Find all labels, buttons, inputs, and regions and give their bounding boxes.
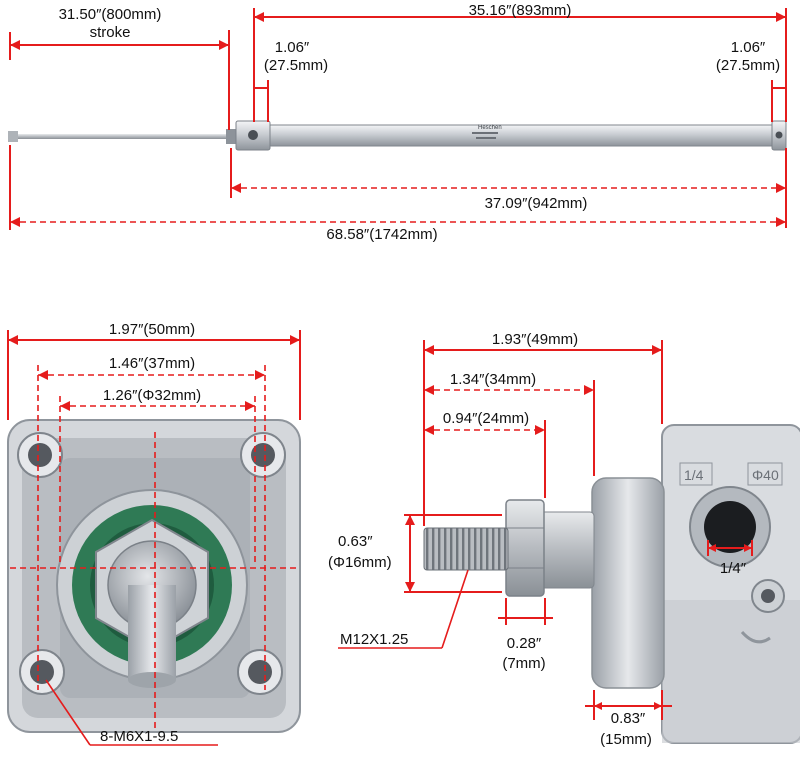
- stroke-value: 31.50″(800mm): [59, 6, 162, 23]
- end-cap-right-in: 1.06″: [731, 39, 766, 56]
- rod-tip: [128, 672, 176, 688]
- cushion-screw-center: [761, 589, 775, 603]
- mount-bolt-bottom-right: [237, 649, 283, 695]
- end-cap-left-mm: (27.5mm): [264, 57, 328, 74]
- hex-nut-side: [505, 499, 545, 597]
- rod-end: [8, 131, 18, 142]
- mount-bolt-top-right: [240, 432, 286, 478]
- threaded-end: [423, 527, 509, 571]
- rear-port: [775, 131, 783, 139]
- hole-spacing-label: 1.46″(37mm): [109, 355, 195, 372]
- stroke-label: stroke: [90, 24, 131, 41]
- top-view: Heschen 31.50″(800mm) stroke 35.16″(893m…: [8, 2, 787, 243]
- mount-bolt-bottom-left: [19, 649, 65, 695]
- square-width-label: 1.97″(50mm): [109, 321, 195, 338]
- piston-rod-extended: [10, 134, 232, 139]
- thread-length-label: 0.94″(24mm): [443, 410, 529, 427]
- bore-label: 1.26″(Φ32mm): [103, 387, 201, 404]
- closed-length-label: 37.09″(942mm): [485, 195, 588, 212]
- cap-mark-right-box: [747, 462, 783, 486]
- cap-mark-left: 1/4: [684, 467, 704, 483]
- port-size-label: 1/4″: [720, 560, 747, 577]
- nut-thickness-mm: (7mm): [502, 655, 545, 672]
- end-cap-right-mm: (27.5mm): [716, 57, 780, 74]
- front-port: [248, 130, 258, 140]
- rod-dia-in: 0.63″: [338, 533, 373, 550]
- cap-groove: [740, 630, 771, 644]
- rod-dia-mm: (Φ16mm): [328, 554, 392, 571]
- piston-rod: [539, 511, 595, 589]
- label-lines: [476, 137, 496, 139]
- overall-label: 1.93″(49mm): [492, 331, 578, 348]
- label-lines: [472, 132, 498, 134]
- cylinder-tube: [267, 124, 777, 147]
- rod-nut: [226, 129, 236, 144]
- flange-in: 0.83″: [611, 710, 646, 727]
- body-length-label: 35.16″(893mm): [469, 2, 572, 19]
- cap-mark-left-box: [679, 462, 713, 486]
- air-port: [704, 501, 756, 553]
- end-cap-left-in: 1.06″: [275, 39, 310, 56]
- rod-extension-label: 1.34″(34mm): [450, 371, 536, 388]
- extended-length-label: 68.58″(1742mm): [326, 226, 437, 243]
- cap-body-shade: [662, 600, 800, 743]
- cap-mark-right: Φ40: [752, 467, 779, 483]
- nut-thickness-in: 0.28″: [507, 635, 542, 652]
- flange-mm: (15mm): [600, 731, 652, 748]
- front-flange: [591, 477, 665, 689]
- brand-label: Heschen: [478, 125, 502, 131]
- thread-spec-label: M12X1.25: [340, 631, 408, 648]
- mount-thread-label: 8-M6X1-9.5: [100, 728, 178, 745]
- rod-body: [128, 585, 176, 680]
- side-view: 1/4 Φ40 1.93″(49mm) 1.34″(34mm): [328, 331, 800, 748]
- front-view: 1.97″(50mm) 1.46″(37mm) 1.26″(Φ32mm) 8-M…: [7, 321, 301, 746]
- mount-bolt-top-left: [17, 432, 63, 478]
